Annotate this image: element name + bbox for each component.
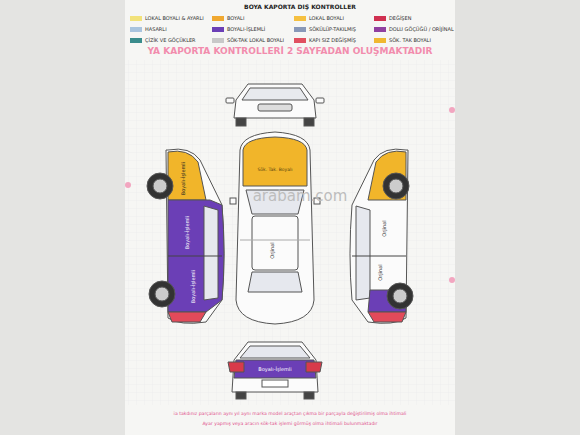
legend-item: LOKAL BOYALI: [294, 14, 344, 22]
part-status: Boyalı-İşlemli: [181, 161, 186, 194]
legend-swatch: [374, 27, 386, 32]
legend-item: LOKAL BOYALI & AYARLI: [130, 14, 204, 22]
legend-text: DEĞİŞEN: [389, 15, 411, 21]
footnote: ia takdınız parçaların aynı yıl aynı mar…: [174, 412, 407, 417]
legend-item: KAPI SIZ DEĞİŞMİŞ: [294, 36, 356, 44]
part-status: Orjinal: [270, 242, 275, 258]
legend-swatch: [294, 27, 306, 32]
legend-text: BOYALI-İŞLEMLİ: [227, 26, 265, 32]
legend-item: DEĞİŞEN: [374, 14, 411, 22]
legend-swatch: [130, 16, 142, 21]
legend-swatch: [212, 27, 224, 32]
legend-item: HASARLI: [130, 25, 167, 33]
part-status: Boyalı-İşlemli: [185, 215, 190, 248]
part-status: Orjinal: [378, 264, 383, 280]
legend-text: SÖKÜLÜP-TAKILMIŞ: [309, 26, 356, 32]
legend-text: DOLU GÖÇÜĞÜ / ORİJİNAL: [389, 26, 454, 32]
part-status: Orjinal: [382, 220, 387, 236]
part-status: Sök. Tak. Boyalı: [257, 168, 292, 173]
part-status: Boyalı-İşlemli: [191, 269, 196, 302]
legend-text: LOKAL BOYALI: [309, 15, 344, 21]
legend-text: LOKAL BOYALI & AYARLI: [145, 15, 204, 21]
legend-swatch: [212, 16, 224, 21]
legend-text: HASARLI: [145, 26, 167, 32]
legend-swatch: [130, 38, 142, 43]
footnote: Ayar yapmış veya aracın sök-tak işlemi g…: [203, 422, 378, 427]
legend-item: SÖKÜLÜP-TAKILMIŞ: [294, 25, 356, 33]
legend-swatch: [294, 16, 306, 21]
legend-text: BOYALI: [227, 15, 244, 21]
legend-text: SÖK. TAK BOYALI: [389, 37, 431, 43]
legend-swatch: [130, 27, 142, 32]
legend-item: ÇİZİK VE GÖÇÜKLER: [130, 36, 196, 44]
legend-swatch: [374, 38, 386, 43]
legend-item: SÖK-TAK LOKAL BOYALI: [212, 36, 284, 44]
legend-swatch: [212, 38, 224, 43]
legend-swatch: [374, 16, 386, 21]
legend-item: BOYALI-İŞLEMLİ: [212, 25, 265, 33]
watermark: arabam.com: [253, 189, 348, 204]
legend-item: BOYALI: [212, 14, 244, 22]
part-status: Boyalı-İşlemli: [258, 367, 291, 372]
sheet-title: BOYA KAPORTA DIŞ KONTROLLER: [244, 4, 356, 10]
legend-text: KAPI SIZ DEĞİŞMİŞ: [309, 37, 356, 43]
legend-text: ÇİZİK VE GÖÇÜKLER: [145, 37, 196, 43]
legend-item: SÖK. TAK BOYALI: [374, 36, 431, 44]
legend-text: SÖK-TAK LOKAL BOYALI: [227, 37, 284, 43]
legend-item: DOLU GÖÇÜĞÜ / ORİJİNAL: [374, 25, 454, 33]
notice-banner: YA KAPORTA KONTROLLERİ 2 SAYFADAN OLUŞMA…: [147, 47, 432, 56]
legend-swatch: [294, 38, 306, 43]
